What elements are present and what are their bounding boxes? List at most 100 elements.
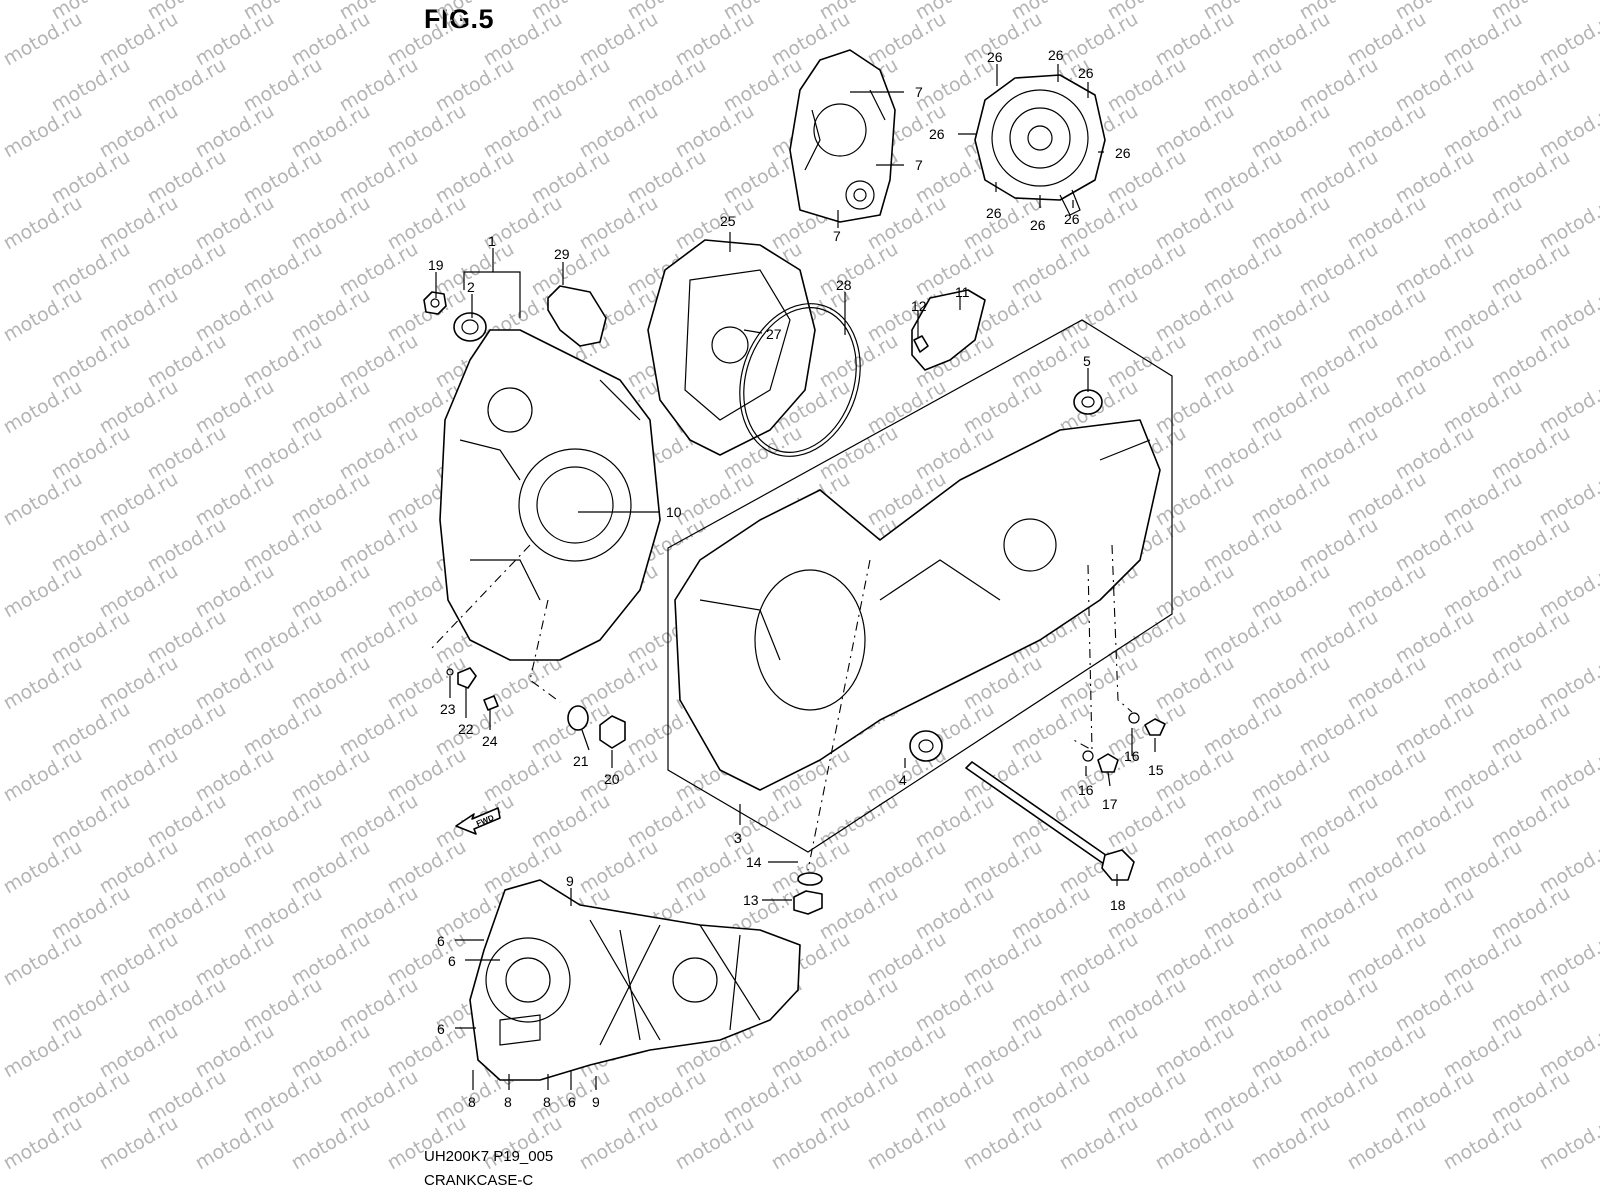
- watermark-text: motod.ru: [1152, 836, 1238, 899]
- watermark-text: motod.ru: [1488, 146, 1574, 209]
- callout-25: 25: [720, 213, 736, 229]
- watermark-text: motod.ru: [1488, 974, 1574, 1037]
- watermark-text: motod.ru: [1440, 376, 1526, 439]
- callout-26h: 26: [1064, 211, 1080, 227]
- watermark-text: motod.ru: [0, 100, 86, 163]
- watermark-text: motod.ru: [960, 1020, 1046, 1083]
- watermark-text: motod.ru: [1296, 974, 1382, 1037]
- watermark-text: motod.ru: [912, 1066, 998, 1129]
- callout-17: 17: [1102, 796, 1118, 812]
- watermark-text: motod.ru: [96, 1112, 182, 1175]
- watermark-text: motod.ru: [1248, 284, 1334, 347]
- watermark-text: motod.ru: [1248, 652, 1334, 715]
- watermark-text: motod.ru: [0, 560, 86, 623]
- watermark-text: motod.ru: [144, 790, 230, 853]
- watermark-text: motod.ru: [192, 284, 278, 347]
- watermark-text: motod.ru: [1296, 606, 1382, 669]
- watermark-text: motod.ru: [1104, 882, 1190, 945]
- watermark-text: motod.ru: [1536, 744, 1600, 807]
- watermark-text: motod.ru: [1200, 146, 1286, 209]
- part-cap: [547, 285, 607, 347]
- watermark-text: motod.ru: [816, 238, 902, 301]
- watermark-text: motod.ru: [96, 744, 182, 807]
- watermark-text: motod.ru: [1536, 836, 1600, 899]
- part-bushing-bottom: [909, 730, 943, 762]
- watermark-text: motod.ru: [1248, 1112, 1334, 1175]
- watermark-text: motod.ru: [144, 330, 230, 393]
- callout-26d: 26: [929, 126, 945, 142]
- callout-26f: 26: [986, 205, 1002, 221]
- watermark-text: motod.ru: [0, 928, 86, 991]
- watermark-text: motod.ru: [144, 882, 230, 945]
- callout-24: 24: [482, 733, 498, 749]
- callout-7a: 7: [915, 84, 923, 100]
- watermark-text: motod.ru: [48, 330, 134, 393]
- watermark-text: motod.ru: [480, 100, 566, 163]
- watermark-text: motod.ru: [192, 100, 278, 163]
- watermark-text: motod.ru: [1152, 652, 1238, 715]
- watermark-text: motod.ru: [240, 330, 326, 393]
- watermark-text: motod.ru: [1440, 836, 1526, 899]
- watermark-text: motod.ru: [144, 146, 230, 209]
- watermark-text: motod.ru: [576, 836, 662, 899]
- watermark-text: motod.ru: [96, 100, 182, 163]
- watermark-text: motod.ru: [288, 8, 374, 71]
- part-crankcase-left: [439, 329, 661, 661]
- watermark-text: motod.ru: [1296, 146, 1382, 209]
- watermark-text: motod.ru: [1440, 1112, 1526, 1175]
- watermark-text: motod.ru: [336, 238, 422, 301]
- watermark-text: motod.ru: [816, 974, 902, 1037]
- watermark-text: motod.ru: [528, 54, 614, 117]
- watermark-text: motod.ru: [0, 1112, 86, 1175]
- watermark-text: motod.ru: [96, 468, 182, 531]
- watermark-text: motod.ru: [240, 238, 326, 301]
- watermark-text: motod.ru: [192, 1020, 278, 1083]
- watermark-text: motod.ru: [1152, 1020, 1238, 1083]
- watermark-text: motod.ru: [0, 652, 86, 715]
- watermark-text: motod.ru: [336, 1066, 422, 1129]
- watermark-text: motod.ru: [1200, 882, 1286, 945]
- watermark-text: motod.ru: [1392, 1066, 1478, 1129]
- callout-3: 3: [734, 830, 742, 846]
- watermark-text: motod.ru: [1440, 1020, 1526, 1083]
- watermark-text: motod.ru: [720, 54, 806, 117]
- part-plate: [911, 289, 986, 371]
- watermark-text: motod.ru: [1200, 790, 1286, 853]
- watermark-text: motod.ru: [1392, 974, 1478, 1037]
- part-drain-plug: [793, 890, 823, 915]
- callout-8a: 8: [468, 1094, 476, 1110]
- watermark-text: motod.ru: [1104, 238, 1190, 301]
- watermark-text: motod.ru: [672, 8, 758, 71]
- parts-layer: FWD: [423, 49, 1173, 1081]
- watermark-text: motod.ru: [1056, 8, 1142, 71]
- part-crankcase-right: [667, 319, 1173, 853]
- watermark-text: motod.ru: [192, 560, 278, 623]
- watermark-text: motod.ru: [48, 514, 134, 577]
- watermark-text: motod.ru: [1536, 1020, 1600, 1083]
- watermark-text: motod.ru: [48, 1066, 134, 1129]
- watermark-text: motod.ru: [720, 1066, 806, 1129]
- watermark-text: motod.ru: [576, 100, 662, 163]
- watermark-text: motod.ru: [624, 790, 710, 853]
- watermark-text: motod.ru: [288, 468, 374, 531]
- watermark-text: motod.ru: [1296, 54, 1382, 117]
- callout-29: 29: [554, 246, 570, 262]
- watermark-text: motod.ru: [144, 54, 230, 117]
- watermark-text: motod.ru: [1248, 1020, 1334, 1083]
- watermark-text: motod.ru: [1200, 974, 1286, 1037]
- watermark-text: motod.ru: [1296, 422, 1382, 485]
- watermark-text: motod.ru: [1296, 330, 1382, 393]
- part-plug: [599, 715, 626, 749]
- watermark-text: motod.ru: [768, 1020, 854, 1083]
- watermark-text: motod.ru: [1440, 192, 1526, 255]
- watermark-text: motod.ru: [1248, 560, 1334, 623]
- watermark-text: motod.ru: [1440, 928, 1526, 991]
- watermark-text: motod.ru: [1248, 376, 1334, 439]
- callout-7b: 7: [915, 157, 923, 173]
- watermark-text: motod.ru: [1440, 652, 1526, 715]
- watermark-text: motod.ru: [912, 790, 998, 853]
- watermark-text: motod.ru: [192, 652, 278, 715]
- watermark-text: motod.ru: [1344, 192, 1430, 255]
- watermark-text: motod.ru: [1392, 882, 1478, 945]
- watermark-text: motod.ru: [384, 744, 470, 807]
